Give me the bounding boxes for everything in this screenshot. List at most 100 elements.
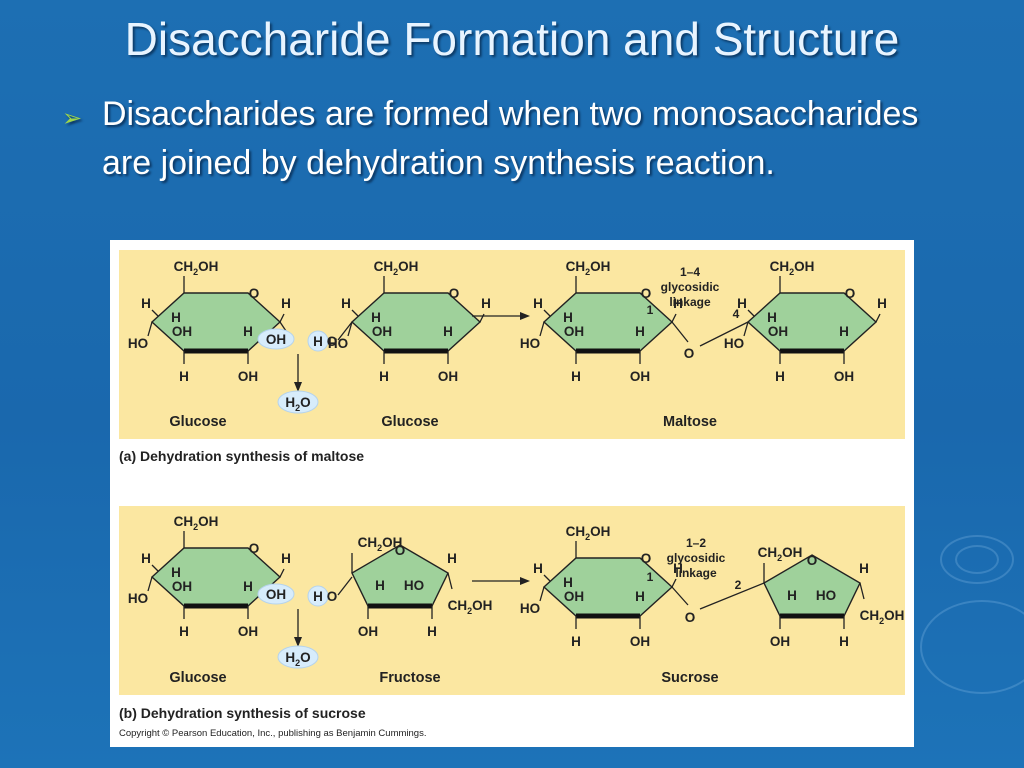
ho-label: HO	[328, 336, 348, 351]
glycosidic-oxygen-label: O	[685, 610, 696, 625]
background-ripple	[955, 545, 999, 574]
bond	[279, 568, 285, 578]
linkage-label: linkage	[675, 566, 717, 580]
h-label: H	[563, 310, 573, 325]
ch2oh-label: CH2OH	[566, 524, 611, 542]
copyright-notice: Copyright © Pearson Education, Inc., pub…	[119, 728, 427, 739]
linkage-label: linkage	[669, 295, 711, 309]
bond	[543, 574, 551, 582]
oh-label: OH	[358, 624, 378, 639]
bond	[671, 313, 677, 323]
reaction-arrow-icon	[520, 577, 530, 585]
oh-label: OH	[564, 324, 584, 339]
water-label: H2O	[285, 395, 310, 413]
ch2oh-label: CH2OH	[174, 259, 219, 277]
position-1-label: 1	[647, 303, 654, 317]
h-label: H	[371, 310, 381, 325]
bond	[671, 586, 689, 606]
bond	[279, 313, 285, 323]
ho-label: HO	[404, 578, 424, 593]
position-2-label: 2	[735, 578, 742, 592]
water-highlight	[277, 645, 319, 669]
bond	[151, 564, 159, 572]
leaving-hydroxyl-highlight	[257, 328, 295, 350]
ho-label: HO	[724, 336, 744, 351]
h-label: H	[481, 296, 491, 311]
ch2oh-label: CH2OH	[758, 545, 803, 563]
bullet-point: ➢ Disaccharides are formed when two mono…	[62, 90, 942, 188]
h-label: H	[341, 296, 351, 311]
leaving-oh-label: OH	[266, 587, 286, 602]
h-label: H	[859, 561, 869, 576]
glucose-name-label: Glucose	[169, 670, 226, 686]
glucose-name-label: Glucose	[169, 414, 226, 430]
ring-oxygen-label: O	[249, 541, 260, 556]
fructose-name-label: Fructose	[379, 670, 440, 686]
background-ripple	[940, 535, 1014, 584]
bond	[743, 321, 749, 337]
oh-label: OH	[238, 624, 258, 639]
h-label: H	[243, 579, 253, 594]
linkage-label: glycosidic	[661, 280, 720, 294]
ch2oh-label: CH2OH	[770, 259, 815, 277]
sucrose-name-label: Sucrose	[661, 670, 718, 686]
ch2oh-label: CH2OH	[860, 608, 905, 626]
linkage-label: 1–2	[686, 536, 706, 550]
ch2oh-label: CH2OH	[358, 535, 403, 553]
position-1-label: 1	[647, 570, 654, 584]
reaction-arrow-icon	[520, 312, 530, 320]
ho-label: HO	[520, 336, 540, 351]
bond	[699, 321, 749, 347]
bond	[151, 309, 159, 317]
ring-oxygen-label: O	[845, 286, 856, 301]
h-label: H	[767, 310, 777, 325]
glycosidic-oxygen-label: O	[684, 346, 695, 361]
arrow-bullet-icon: ➢	[62, 105, 83, 132]
caption-sucrose: (b) Dehydration synthesis of sucrose	[119, 705, 366, 721]
oh-label: OH	[372, 324, 392, 339]
h-label: H	[563, 575, 573, 590]
bond	[747, 309, 755, 317]
h-label: H	[533, 296, 543, 311]
h-label: H	[635, 324, 645, 339]
h-label: H	[141, 551, 151, 566]
bond	[447, 572, 453, 590]
h-label: H	[171, 310, 181, 325]
oh-label: OH	[630, 369, 650, 384]
ho-label: HO	[128, 336, 148, 351]
oh-label: OH	[768, 324, 788, 339]
oh-label: OH	[564, 589, 584, 604]
oh-label: OH	[834, 369, 854, 384]
ring-oxygen-label: O	[249, 286, 260, 301]
ring-oxygen-label: O	[449, 286, 460, 301]
ch2oh-label: CH2OH	[174, 514, 219, 532]
h-label: H	[839, 634, 849, 649]
ho-label: HO	[816, 588, 836, 603]
ring-oxygen-label: O	[807, 553, 818, 568]
h-label: H	[375, 578, 385, 593]
bond	[699, 582, 765, 610]
h-label: H	[877, 296, 887, 311]
h-label: H	[281, 296, 291, 311]
bullet-text: Disaccharides are formed when two monosa…	[102, 95, 919, 182]
h-label: H	[635, 589, 645, 604]
oh-label: OH	[172, 324, 192, 339]
leaving-h-label: H	[313, 334, 323, 349]
bond	[347, 321, 353, 337]
o-label: O	[327, 589, 338, 604]
ho-label: HO	[520, 601, 540, 616]
bond	[147, 576, 153, 592]
h-label: H	[839, 324, 849, 339]
bond	[337, 321, 353, 341]
h-label: H	[443, 324, 453, 339]
h-label: H	[737, 296, 747, 311]
oh-label: OH	[172, 579, 192, 594]
linkage-label: glycosidic	[667, 551, 726, 565]
bond	[539, 321, 545, 337]
background-ripple	[920, 600, 1024, 694]
leaving-hydroxyl-highlight	[257, 583, 295, 605]
water-highlight	[277, 390, 319, 414]
leaving-hydrogen-highlight	[307, 330, 329, 352]
